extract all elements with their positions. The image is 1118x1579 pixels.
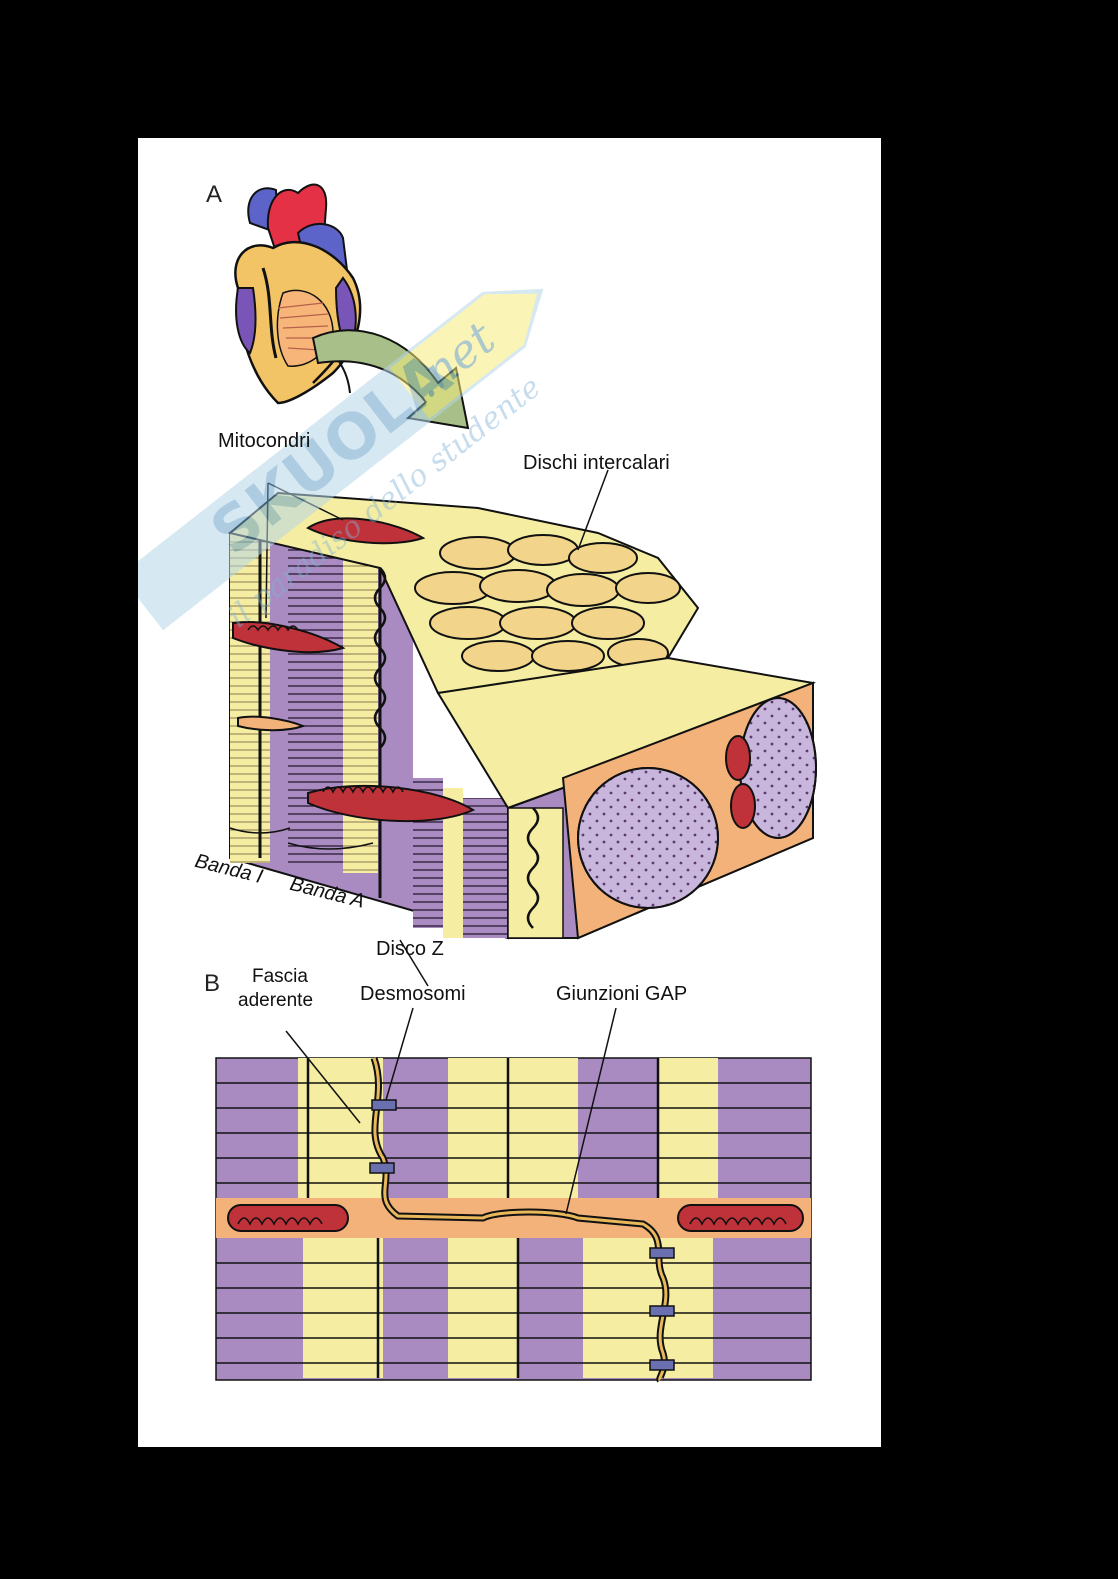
figure-page: SKUOLA .net il paradiso dello studente A…	[138, 138, 881, 1447]
aderente-label: aderente	[238, 990, 314, 1011]
panel-b-label: B	[204, 970, 221, 997]
giunzioni-gap-label: Giunzioni GAP	[556, 983, 688, 1005]
fascia-label: Fascia	[252, 966, 308, 987]
desmosomi-label: Desmosomi	[360, 983, 466, 1005]
dischi-intercalari-label: Dischi intercalari	[523, 452, 670, 474]
curved-arrow	[311, 329, 470, 430]
junction-diagram	[215, 1007, 812, 1383]
panel-a-label: A	[206, 181, 223, 208]
mitocondri-label: Mitocondri	[218, 430, 311, 452]
heart-illustration	[234, 183, 362, 405]
muscle-block	[227, 469, 817, 987]
cardiac-muscle-diagram	[215, 183, 817, 1383]
disco-z-label: Disco Z	[376, 938, 444, 960]
